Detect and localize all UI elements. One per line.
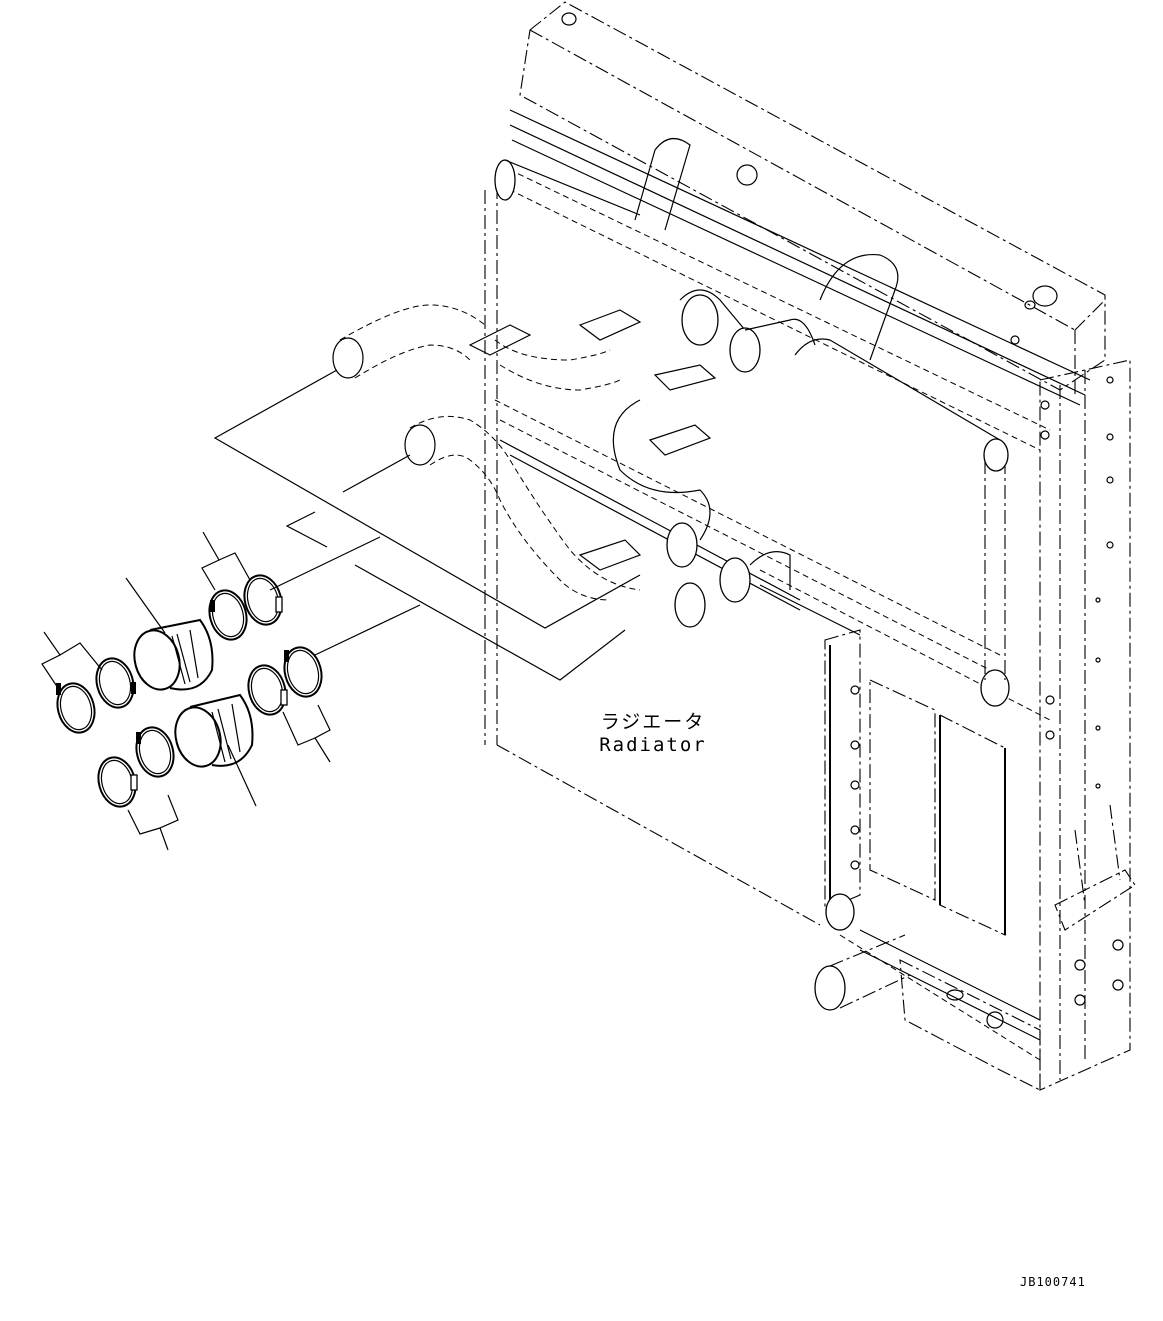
frame-bolts <box>850 335 1124 1006</box>
middle-crossbar <box>494 399 1001 671</box>
clamp <box>247 664 288 716</box>
hose-upper-phantom <box>332 304 621 391</box>
clamp <box>135 726 175 778</box>
callout-lines <box>41 531 331 851</box>
hose-lower-phantom <box>404 415 641 601</box>
hose-upper <box>133 618 214 691</box>
oil-cooler <box>824 629 1010 936</box>
radiator-label-japanese: ラジエータ <box>600 711 706 733</box>
exploded-parts <box>41 531 331 851</box>
hose-lower <box>174 693 254 768</box>
clamp <box>243 574 283 626</box>
clamp <box>97 756 138 808</box>
clamp <box>95 657 136 709</box>
clamp <box>283 646 323 698</box>
support-bracket <box>1054 804 1136 931</box>
radiator-assembly <box>484 1 1136 1091</box>
clamp <box>208 589 248 641</box>
leader-lines <box>213 369 641 681</box>
clamp <box>56 682 96 734</box>
bottom-outlet-pipe <box>814 934 911 1011</box>
radiator-label-english: Radiator <box>599 734 707 756</box>
upper-crossbar <box>499 109 1091 451</box>
drawing-code: JB100741 <box>1020 1275 1086 1289</box>
lower-crossbar <box>759 569 1051 1061</box>
installed-pipes <box>468 138 1001 628</box>
